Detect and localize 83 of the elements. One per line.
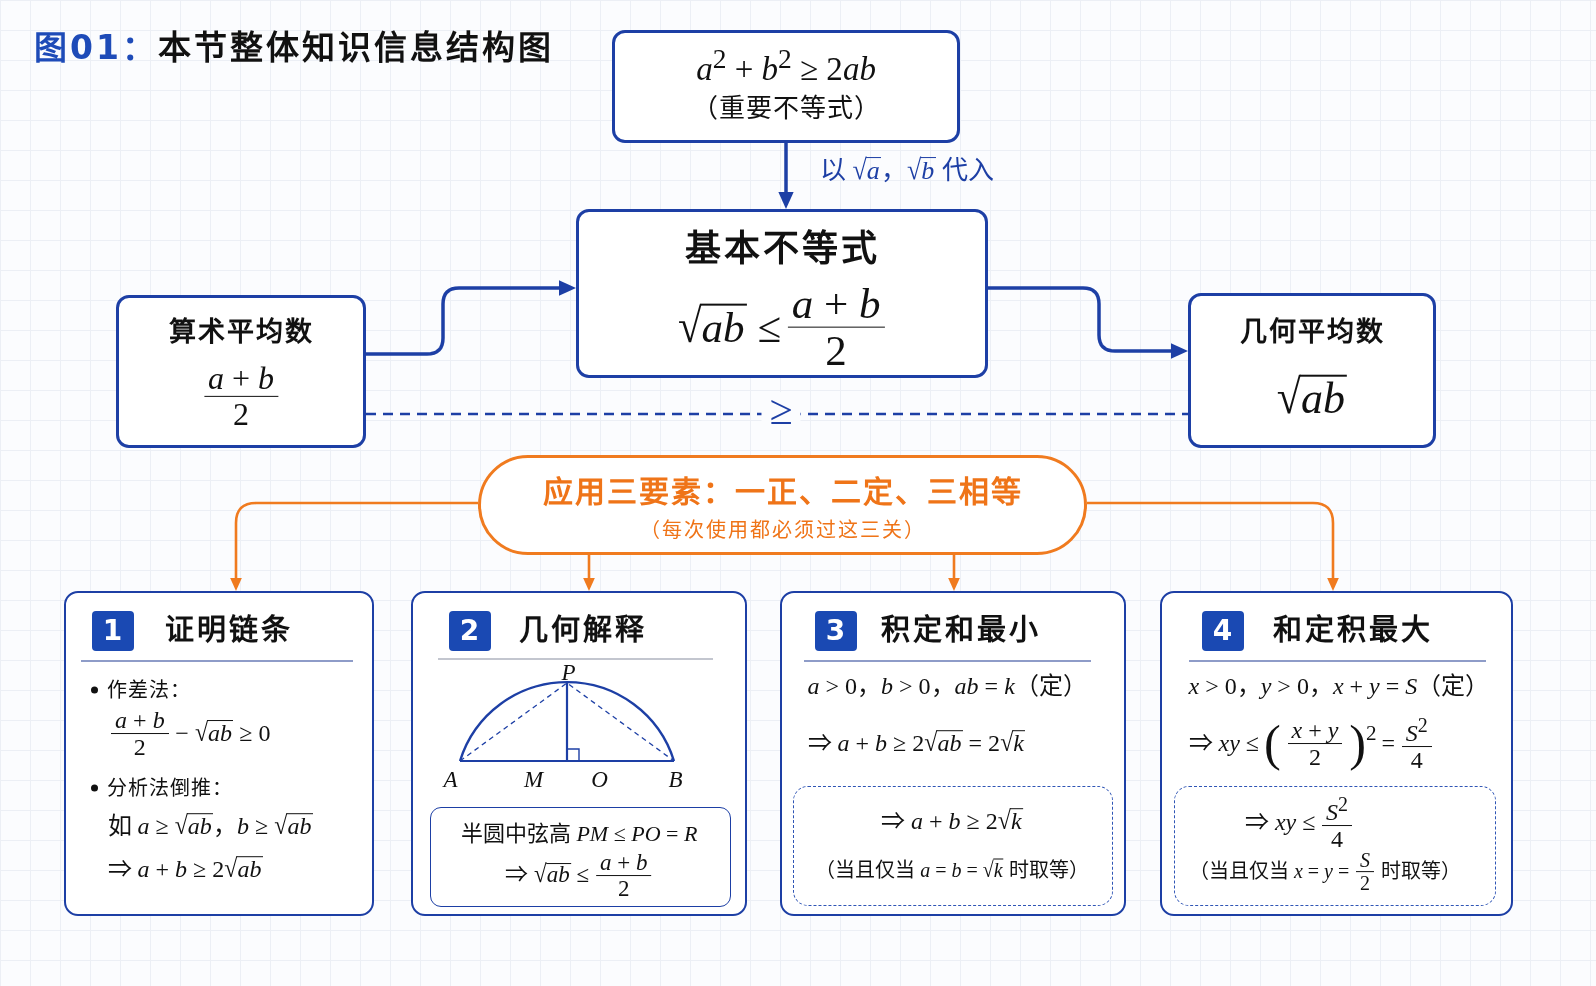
fraction-numerator: S$^{2}$ [1401, 714, 1432, 747]
banner-subtitle: （每次使用都必须过这三关） [639, 518, 926, 542]
formula-box [429, 806, 731, 907]
edge-label: ≥ [761, 392, 801, 430]
fraction-numerator: a + b [595, 850, 652, 877]
dashed-box [792, 785, 1113, 906]
card-panel [1160, 591, 1513, 916]
list-item-text: 分析法倒推： [106, 776, 233, 799]
number-badge [814, 610, 857, 651]
concept-box [1188, 293, 1436, 448]
heading-text: 几何平均数 [1239, 316, 1385, 348]
heading-text: 基本不等式 [684, 228, 880, 270]
step-number: 4 [1212, 614, 1233, 647]
step-number: 3 [825, 614, 846, 647]
fraction-denominator: 2 [617, 876, 630, 901]
point-label: A [443, 767, 458, 790]
point-label: M [523, 767, 544, 790]
subtitle-text: （重要不等式） [691, 94, 881, 124]
card-panel [64, 591, 374, 916]
arrow [366, 280, 576, 356]
point-label: P [561, 660, 576, 683]
formula-text: √ab ≤ [677, 302, 781, 352]
formula-text: ⇒ a + b ≥ 2√ab = 2√k [807, 729, 1026, 758]
point-label: B [668, 767, 683, 790]
concept-box [116, 295, 366, 448]
fraction-numerator: a + b [204, 361, 278, 397]
formula-text: √ab [1276, 373, 1348, 425]
arrow [778, 143, 794, 209]
central-box [576, 209, 988, 378]
step-number: 2 [459, 614, 480, 647]
fraction-denominator: 4 [1410, 747, 1423, 773]
formula-text: a$^{2}$ + b$^{2}$ ≥ 2ab [696, 43, 876, 89]
arrow [948, 555, 960, 591]
dashed-box [1173, 785, 1496, 906]
fraction-numerator: S$^{2}$ [1322, 793, 1353, 827]
heading-text: 几何解释 [518, 613, 647, 648]
formula-text: 半圆中弦高 PM ≤ PO = R [460, 821, 698, 847]
arrow [1087, 501, 1339, 591]
banner-title: 应用三要素：一正、二定、三相等 [542, 474, 1023, 510]
condition-text: （当且仅当 x = y = [1188, 860, 1350, 884]
fraction-denominator: 2 [825, 327, 847, 373]
formula-text: = [1381, 729, 1396, 758]
formula-text: 如 a ≥ √ab，b ≥ √ab [107, 812, 313, 841]
fraction-denominator: 2 [233, 396, 249, 431]
fraction-denominator: 2 [133, 734, 146, 760]
formula-text: a > 0，b > 0，ab = k（定） [807, 672, 1087, 701]
formula-text: ⇒ xy ≤ [1244, 809, 1316, 837]
dashed-connector [366, 412, 1188, 416]
edge-label: 以 √a，√b 代入 [820, 156, 995, 186]
formula-text: x > 0，y > 0，x + y = S（定） [1188, 672, 1490, 701]
heading-text: 证明链条 [164, 613, 293, 648]
fraction-numerator: a + b [787, 281, 885, 328]
fraction-denominator: 4 [1331, 826, 1344, 852]
arrow [230, 501, 478, 591]
condition-text: （当且仅当 a = b = √k 时取等） [815, 858, 1089, 882]
formula-text: − √ab ≥ 0 [175, 719, 271, 748]
fraction-numerator: a + b [111, 707, 169, 734]
arrow [583, 555, 595, 591]
formula-text: ⇒ √ab ≤ [505, 862, 590, 889]
card-panel [780, 591, 1126, 916]
fraction-denominator: 2 [1359, 872, 1370, 894]
fraction-numerator: S [1355, 850, 1374, 873]
heading-text: 和定积最大 [1272, 613, 1433, 648]
figure-title: 图01：本节整体知识信息结构图 [34, 27, 554, 69]
heading-text: 算术平均数 [168, 316, 314, 348]
fraction-denominator: 2 [1309, 744, 1321, 770]
point-label: O [591, 767, 608, 790]
condition-text: 时取等） [1380, 860, 1461, 884]
formula-box [612, 30, 960, 143]
large-parenthesis: )$^{2}$ [1349, 718, 1377, 769]
formula-text: ⇒ a + b ≥ 2√ab [107, 855, 263, 884]
number-badge [91, 610, 134, 651]
formula-text: ⇒ a + b ≥ 2√k [881, 808, 1023, 836]
arrow [988, 286, 1188, 359]
list-item-text: 作差法： [106, 678, 191, 701]
fraction-numerator: x + y [1287, 717, 1343, 744]
large-parenthesis: ( [1264, 718, 1281, 769]
step-number: 1 [102, 614, 123, 647]
heading-text: 积定和最小 [880, 613, 1041, 648]
number-badge [448, 610, 491, 651]
rounded-banner [478, 455, 1087, 555]
number-badge [1201, 610, 1244, 651]
formula-text: ⇒ xy ≤ [1188, 729, 1259, 758]
